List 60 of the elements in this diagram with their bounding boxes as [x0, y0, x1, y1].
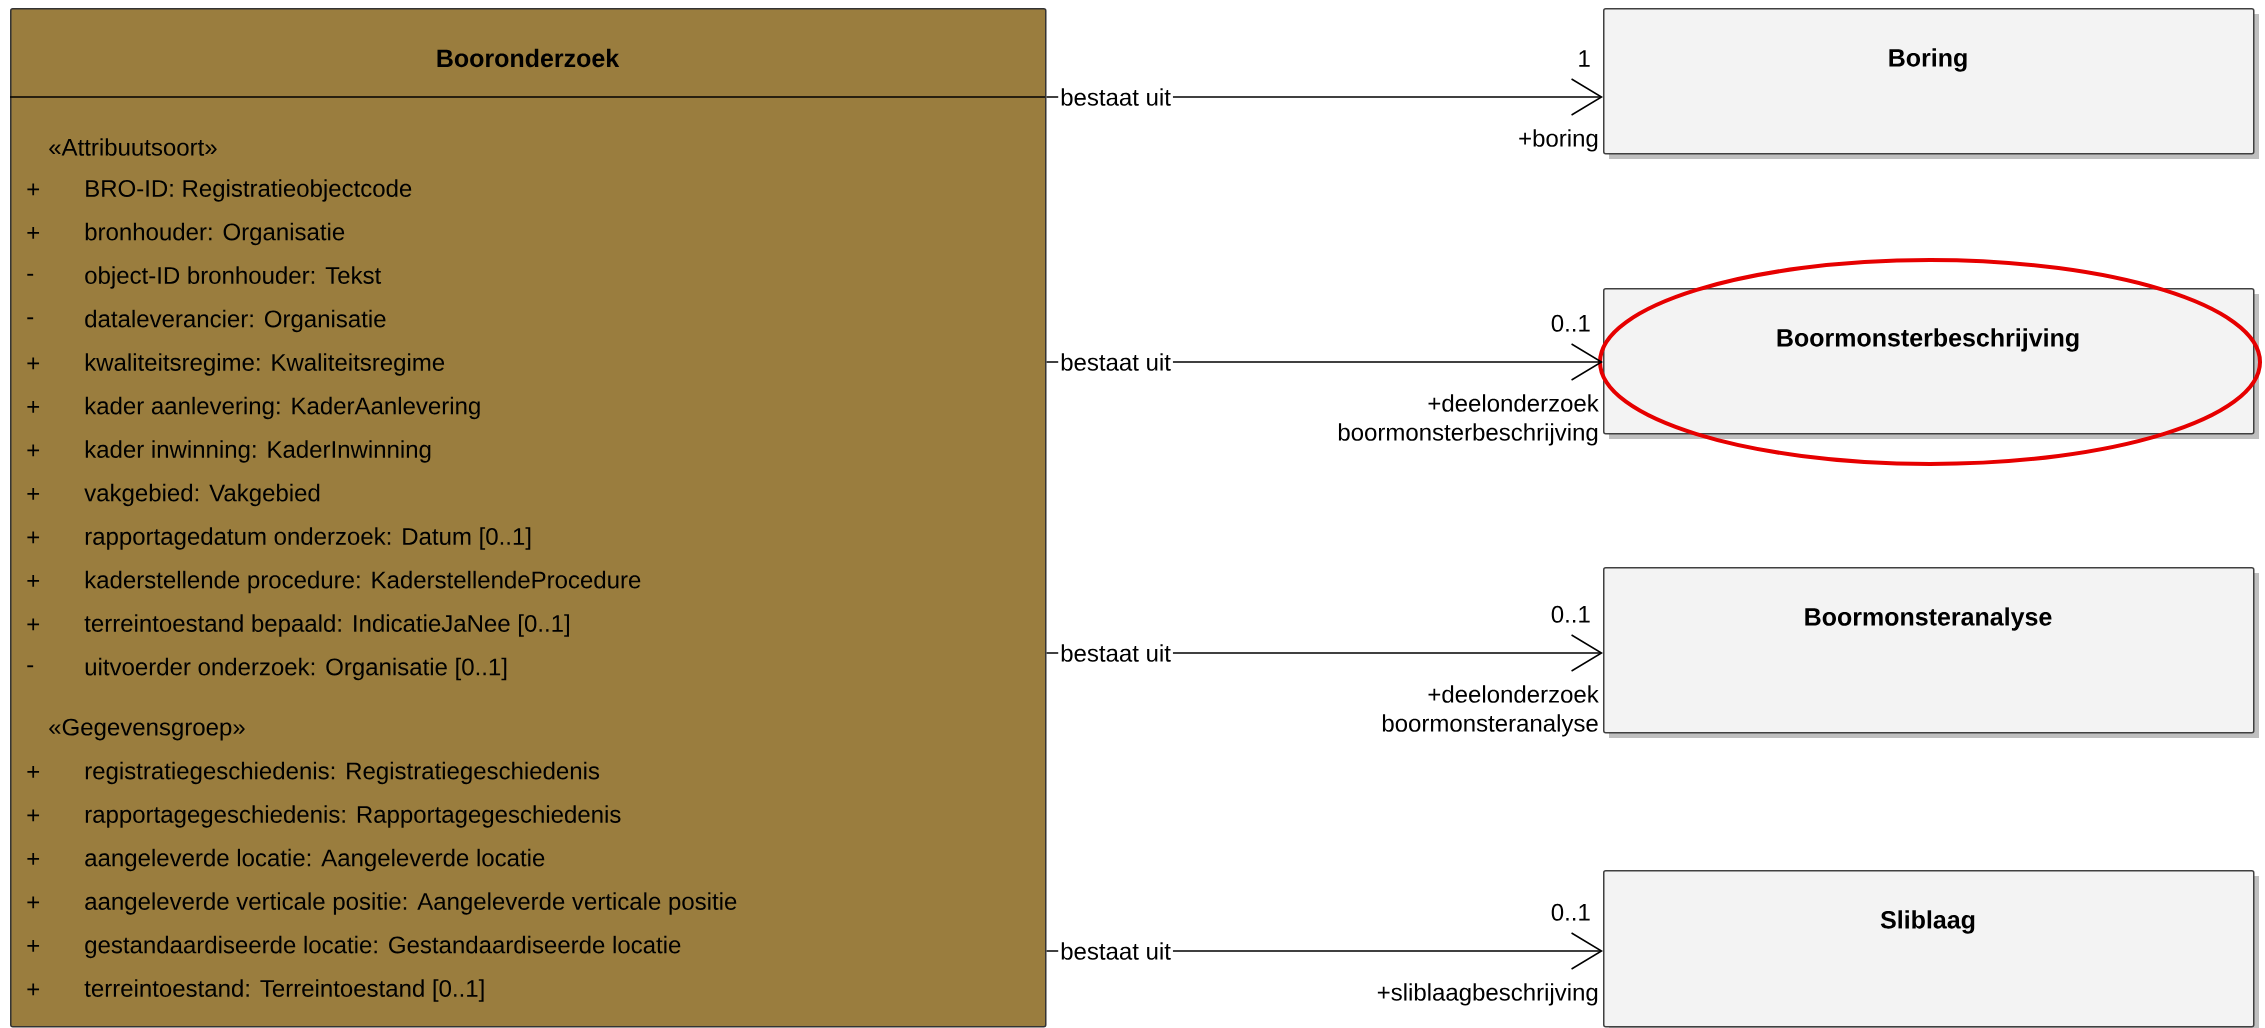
visibility-marker: +: [27, 183, 40, 196]
stereotype-label: «Attribuutsoort»: [49, 138, 217, 156]
visibility-marker: +: [27, 488, 40, 500]
edge-label: bestaat uit: [1058, 642, 1173, 664]
attribute-text: uitvoerder onderzoek: Organisatie [0..1]: [85, 657, 507, 681]
visibility-marker: +: [27, 575, 40, 587]
visibility-marker: +: [27, 853, 40, 865]
visibility-marker: +: [27, 227, 40, 239]
visibility-marker: +: [27, 357, 40, 370]
attribute-text: aangeleverde verticale positie: Aangeleverde verticale positie: [85, 892, 737, 915]
visibility-marker: +: [27, 940, 40, 952]
role-label: +boring: [1519, 129, 1598, 152]
stereotype-label: «Gegevensgroep»: [49, 718, 245, 741]
attribute-text: kwaliteitsregime: Kwaliteitsregime: [85, 353, 445, 376]
visibility-marker: +: [27, 896, 40, 909]
role-label: +sliblaagbeschrijving: [1377, 983, 1598, 1006]
attribute-text: registratiegeschiedenis: Registratiegeschiedenis: [85, 761, 600, 785]
attribute-text: kaderstellende procedure: KaderstellendeProcedure: [85, 570, 641, 594]
class-name: Sliblaag: [1880, 910, 1975, 934]
multiplicity-label: 1: [1579, 50, 1590, 67]
attribute-text: kader aanlevering: KaderAanlevering: [85, 396, 480, 420]
class-name: Boormonsteranalyse: [1805, 607, 2052, 631]
visibility-marker: +: [27, 531, 40, 544]
edge-label: bestaat uit: [1058, 940, 1173, 962]
visibility-marker: +: [27, 618, 40, 631]
attribute-text: bronhouder: Organisatie: [85, 222, 345, 246]
class-box: [10, 8, 1047, 1028]
attribute-text: gestandaardiseerde locatie: Gestandaardiseerde locatie: [85, 935, 681, 959]
visibility-marker: +: [27, 766, 40, 778]
multiplicity-label: 0..1: [1551, 903, 1590, 921]
visibility-marker: +: [27, 444, 40, 457]
visibility-marker: +: [27, 401, 40, 413]
class-box: [1603, 288, 2255, 435]
attribute-text: terreintoestand: Terreintoestand [0..1]: [84, 979, 484, 1002]
role-label: +deelonderzoek boormonsteranalyse: [1382, 685, 1599, 737]
multiplicity-label: 0..1: [1551, 314, 1590, 332]
attribute-text: BRO-ID: Registratieobjectcode: [86, 179, 412, 202]
class-name: Boormonsterbeschrijving: [1777, 328, 2079, 352]
edge-label: bestaat uit: [1058, 86, 1173, 108]
visibility-marker: -: [27, 317, 34, 320]
role-label: +deelonderzoek boormonsterbeschrijving: [1338, 394, 1599, 446]
attribute-text: kader inwinning: KaderInwinning: [85, 440, 431, 463]
attribute-text: object-ID bronhouder: Tekst: [85, 266, 382, 289]
attribute-text: aangeleverde locatie: Aangeleverde locatie: [85, 848, 545, 872]
visibility-marker: +: [27, 983, 40, 996]
visibility-marker: +: [27, 809, 40, 822]
class-box: [1603, 567, 2255, 734]
visibility-marker: -: [27, 273, 34, 276]
attribute-text: terreintoestand bepaald: IndicatieJaNee [0..1]: [84, 614, 569, 637]
edge-label: bestaat uit: [1058, 351, 1173, 373]
attribute-text: rapportagedatum onderzoek: Datum [0..1]: [85, 527, 531, 550]
class-box: [1603, 8, 2255, 155]
node-label: Booronderzoek: [437, 48, 620, 68]
visibility-marker: -: [27, 665, 34, 668]
attribute-text: vakgebied: Vakgebied: [84, 483, 320, 507]
multiplicity-label: 0..1: [1551, 605, 1590, 623]
attribute-text: rapportagegeschiedenis: Rapportagegeschiedenis: [85, 805, 621, 828]
attribute-text: dataleverancier: Organisatie: [85, 309, 386, 333]
class-box: [1603, 870, 2255, 1028]
class-name: Boring: [1889, 48, 1967, 72]
